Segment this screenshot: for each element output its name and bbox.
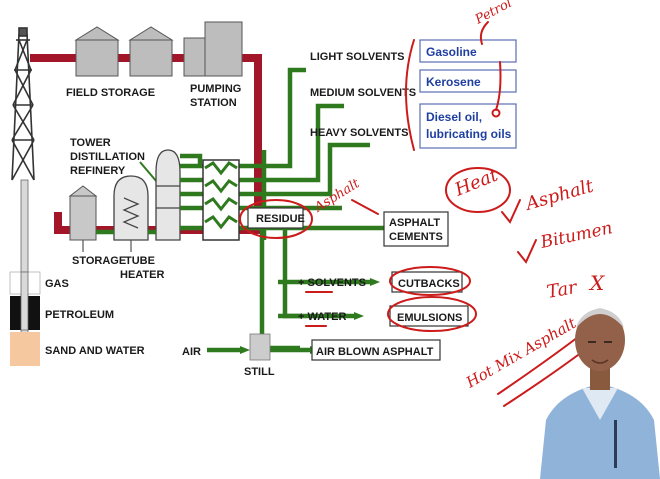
gas-label: GAS (45, 278, 69, 290)
asphalt-cements-label-1: ASPHALT (389, 217, 440, 229)
oil-derrick-icon (12, 28, 34, 180)
residue-label: RESIDUE (256, 213, 305, 225)
pumping-station-label-1: PUMPING (190, 83, 241, 95)
pumping-station-label-2: STATION (190, 97, 237, 109)
asphalt-note: Asphalt (522, 175, 597, 215)
tube-heater-label-2: HEATER (120, 269, 164, 281)
pumping-station-icon (184, 22, 242, 76)
plus-water-label: + WATER (298, 311, 346, 323)
storage-tank-icon (70, 186, 96, 240)
diesel-label-1: Diesel oil, (426, 110, 482, 124)
air-label: AIR (182, 346, 201, 358)
gasoline-label: Gasoline (426, 45, 477, 59)
cutbacks-label: CUTBACKS (398, 278, 460, 290)
still-box (250, 334, 270, 360)
tar-note: Tar (545, 277, 580, 303)
air-blown-asphalt-label: AIR BLOWN ASPHALT (316, 346, 434, 358)
storage-label: STORAGE (72, 255, 126, 267)
sand-water-label: SAND AND WATER (45, 345, 145, 357)
light-solvents-label: LIGHT SOLVENTS (310, 51, 405, 63)
kerosene-label: Kerosene (426, 75, 481, 89)
petrol-note: Petrol (472, 0, 515, 28)
tower-label-3: REFINERY (70, 165, 126, 177)
bitumen-note: Bitumen (538, 218, 614, 253)
tube-heater-icon (114, 176, 148, 240)
tube-heater-label-1: TUBE (125, 255, 155, 267)
tower-label-2: DISTILLATION (70, 151, 145, 163)
diesel-label-2: lubricating oils (426, 127, 512, 141)
field-storage-label: FIELD STORAGE (66, 87, 155, 99)
heavy-solvents-label: HEAVY SOLVENTS (310, 127, 408, 139)
still-label: STILL (244, 366, 275, 378)
bitumen-check (518, 240, 536, 262)
emulsions-label: EMULSIONS (397, 312, 462, 324)
sand-water-layer (10, 332, 40, 366)
plus-solvents-label: + SOLVENTS (298, 277, 366, 289)
heat-note: Heat (451, 164, 502, 201)
residue-to-cements-arrow (352, 200, 378, 214)
asphalt-cements-label-2: CEMENTS (389, 231, 443, 243)
tower-label-1: TOWER (70, 137, 111, 149)
petroleum-label: PETROLEUM (45, 309, 114, 321)
medium-solvents-label: MEDIUM SOLVENTS (310, 87, 416, 99)
distillation-tower-icon (156, 150, 180, 240)
field-storage-tanks-icon (76, 27, 172, 76)
tar-cross-note: X (588, 271, 605, 295)
hot-mix-asphalt-note: Hot Mix Asphalt (462, 313, 580, 392)
